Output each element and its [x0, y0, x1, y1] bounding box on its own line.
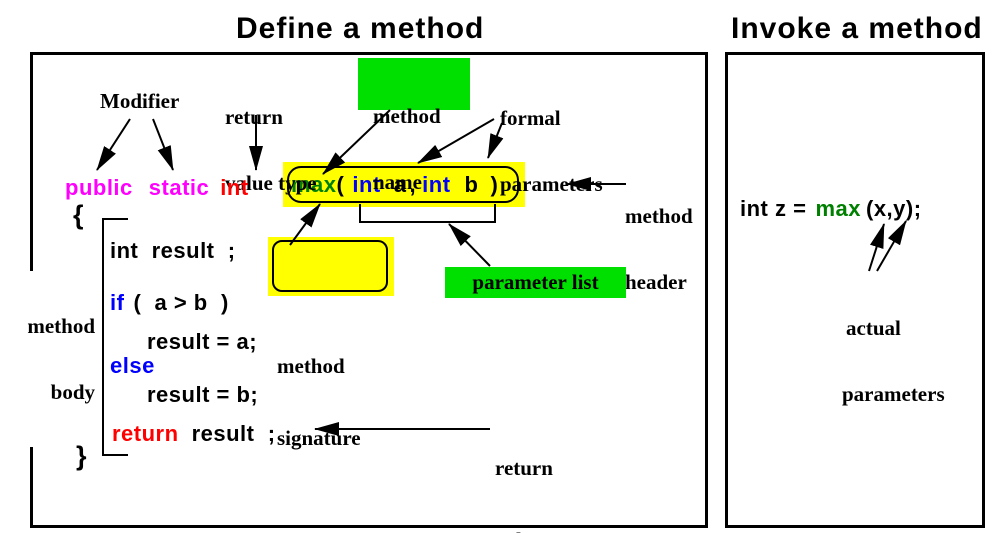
return-value-type-line1: return [225, 105, 283, 129]
method-signature-line2: signature [277, 426, 361, 450]
method-name-token: max [291, 171, 337, 197]
formal-parameters-line1: formal [500, 106, 561, 130]
method-header-highlight: max ( int a , int b ) [283, 162, 525, 207]
code-line-declare-result: int result ; [110, 238, 236, 263]
return-keyword: return [112, 421, 179, 446]
method-header-outline [287, 166, 519, 203]
open-paren-token: ( [336, 171, 345, 197]
code-line-assign-a: result = a; [147, 329, 258, 354]
if-keyword: if [110, 290, 125, 315]
method-signature-line1: method [277, 354, 345, 378]
param2-name-token: b [464, 171, 479, 197]
parameter-list-label: parameter list [445, 267, 626, 298]
invoke-method-name-token: max [815, 196, 861, 221]
public-keyword: public [65, 175, 133, 200]
return-value-type-label: return value type [225, 62, 317, 238]
static-keyword: static [148, 175, 210, 200]
method-signature-outline [272, 240, 388, 292]
comma-token: , [409, 171, 417, 197]
close-brace: } [76, 441, 88, 471]
return-type-token: int [220, 175, 249, 200]
close-paren-token: ) [490, 171, 499, 197]
param2-type-token: int [422, 171, 451, 197]
actual-parameters-line1: actual [846, 316, 901, 340]
method-name-label: method name [358, 58, 470, 193]
code-modifiers-and-return-type: public static int [65, 176, 249, 200]
return-value-line1: return [495, 456, 553, 480]
return-value-line2: value [495, 528, 553, 533]
param1-type-token: int [352, 171, 381, 197]
method-name-line1: method [373, 104, 441, 128]
method-body-label: method body [13, 271, 95, 447]
code-line-return: return result ; [112, 422, 276, 446]
invoke-args-token: (x,y); [866, 196, 922, 221]
modifier-label: Modifier [100, 89, 180, 113]
method-name-line2: name [373, 170, 422, 194]
else-keyword: else [110, 353, 155, 378]
code-line-invoke: int z = max (x,y); [740, 197, 922, 221]
return-value-label: return value [495, 408, 553, 533]
define-method-title: Define a method [236, 12, 485, 45]
code-line-if: if ( a > b ) [110, 291, 229, 315]
method-body-line2: body [50, 380, 95, 404]
method-body-line1: method [27, 314, 95, 338]
invoke-lhs-token: int z = [740, 196, 807, 221]
actual-parameters-label: actual parameters [842, 273, 945, 449]
actual-parameters-line2: parameters [842, 382, 945, 406]
open-brace: { [73, 200, 85, 230]
invoke-method-title: Invoke a method [731, 12, 983, 45]
return-expression: result ; [191, 421, 276, 446]
invoke-method-panel [725, 52, 985, 528]
method-header-line1: method [625, 204, 693, 228]
method-header-label: method header [625, 161, 693, 337]
param1-name-token: a [393, 171, 407, 197]
method-header-code: max ( int a , int b ) [291, 162, 498, 207]
formal-parameters-line2: parameters [500, 172, 603, 196]
code-line-assign-b: result = b; [147, 382, 259, 407]
if-condition: ( a > b ) [133, 290, 229, 315]
formal-parameters-label: formal parameters [500, 63, 603, 239]
method-header-line2: header [625, 270, 687, 294]
method-signature-label: method signature [268, 237, 394, 450]
return-value-type-line2: value type [225, 171, 317, 195]
